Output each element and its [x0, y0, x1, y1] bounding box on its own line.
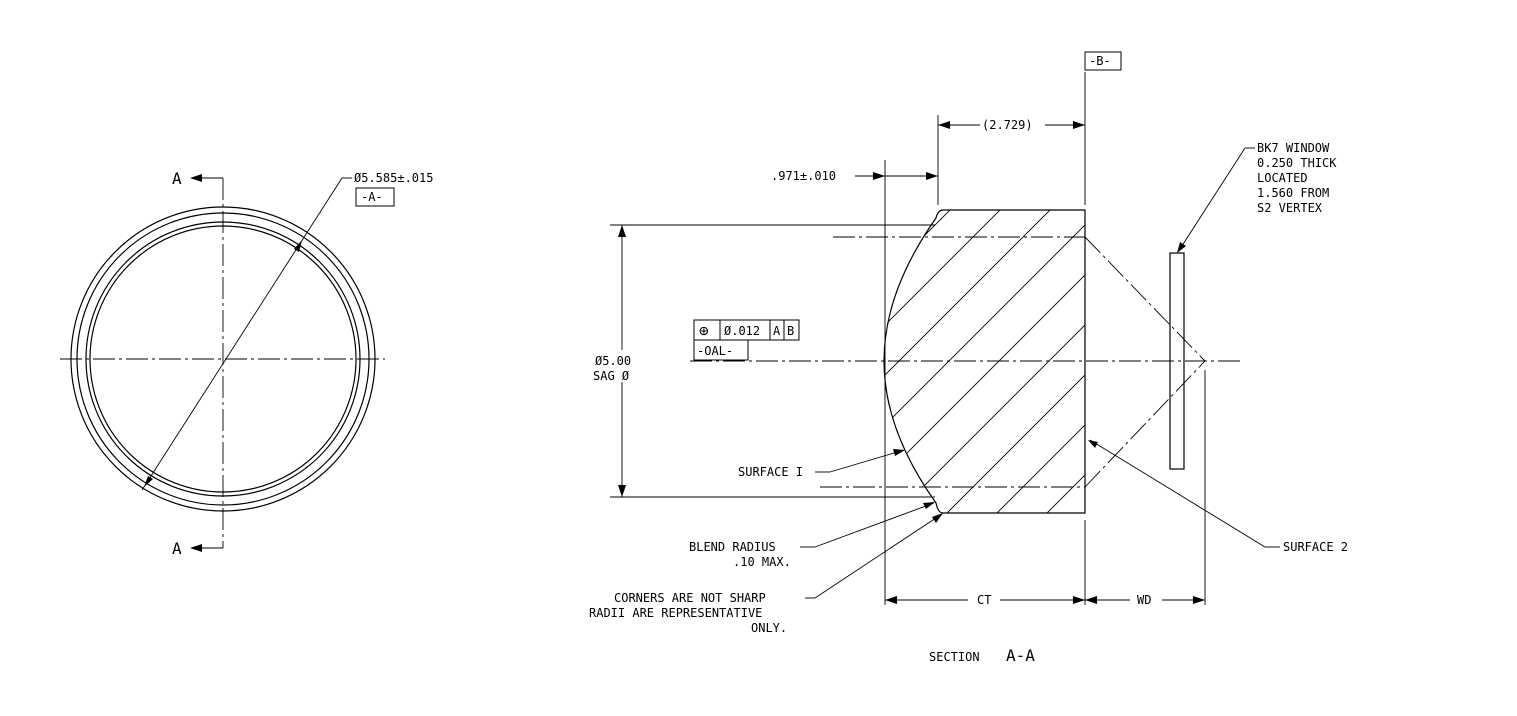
front-view: A A Ø5.585±.015 -A- [60, 169, 433, 558]
diameter-dimension: Ø5.585±.015 [354, 171, 433, 185]
surface-1-arrowhead [893, 449, 905, 456]
length-arrowhead-right [1073, 121, 1085, 129]
edge-dimension: .971±.010 [771, 169, 836, 183]
section-arrowhead-top [190, 174, 202, 182]
length-dimension: (2.729) [982, 118, 1033, 132]
lens-body-outline [883, 209, 1086, 514]
wd-arrowhead-right [1193, 596, 1205, 604]
surface-2-leader-line [1089, 439, 1266, 548]
section-title-word: SECTION [929, 650, 980, 664]
corners-note-line-1: CORNERS ARE NOT SHARP [614, 591, 766, 605]
wd-label: WD [1137, 593, 1151, 607]
corners-note-line-3: ONLY. [751, 621, 787, 635]
feature-control-frame: ⊕ Ø.012 A B -OAL- [693, 319, 800, 361]
position-symbol-icon: ⊕ [699, 321, 709, 340]
corners-note-line-2: RADII ARE REPRESENTATIVE [589, 606, 762, 620]
datum-a-box [355, 187, 395, 207]
datum-b-label: -B- [1089, 54, 1111, 68]
section-title-id: A-A [1006, 646, 1035, 665]
fcf-datum-b: B [787, 324, 794, 338]
section-view: -B- (2.729) .971±.010 Ø5.00 SAG Ø ⊕ Ø.01… [589, 51, 1348, 665]
surface-2-arrowhead [1088, 440, 1098, 448]
upper-focus-ray [1084, 236, 1206, 362]
sag-dimension-value: Ø5.00 [595, 354, 631, 368]
window-note-line-4: 1.560 FROM [1257, 186, 1329, 200]
edge-arrowhead-left [873, 172, 885, 180]
window-note-line-5: S2 VERTEX [1257, 201, 1323, 215]
diameter-leader-line [141, 177, 343, 491]
section-arrowhead-bottom [190, 544, 202, 552]
window-note-line-3: LOCATED [1257, 171, 1308, 185]
length-arrowhead-left [938, 121, 950, 129]
ct-label: CT [977, 593, 991, 607]
window-leader-line [1177, 147, 1246, 253]
ct-arrowhead-left [885, 596, 897, 604]
sag-arrowhead-bottom [618, 485, 626, 497]
window-arrowhead [1177, 242, 1186, 253]
ct-arrowhead-right [1073, 596, 1085, 604]
blend-radius-value: .10 MAX. [733, 555, 791, 569]
section-mark-top: A [172, 169, 182, 188]
datum-b-box [1084, 51, 1122, 71]
fcf-datum-b-cell [783, 319, 800, 341]
blend-arrowhead [923, 502, 935, 509]
edge-arrowhead-right [926, 172, 938, 180]
corners-leader-line [814, 513, 943, 599]
corners-arrowhead [932, 513, 943, 523]
diameter-arrowhead-top [294, 240, 302, 252]
fcf-datum-a: A [773, 324, 781, 338]
window-note-line-2: 0.250 THICK [1257, 156, 1337, 170]
fcf-datum-oal: -OAL- [697, 344, 733, 358]
fcf-datum-oal-cell [693, 339, 749, 361]
surface-1-leader-line [829, 449, 905, 473]
blend-leader-line [814, 502, 935, 548]
surface-2-label: SURFACE 2 [1283, 540, 1348, 554]
section-mark-bottom: A [172, 539, 182, 558]
lower-focus-ray [1084, 360, 1206, 488]
sag-arrowhead-top [618, 225, 626, 237]
surface-1-label: SURFACE I [738, 465, 803, 479]
window-note-line-1: BK7 WINDOW [1257, 141, 1330, 155]
blend-radius-label: BLEND RADIUS [689, 540, 776, 554]
fcf-tolerance: Ø.012 [724, 324, 760, 338]
diameter-arrowhead-bottom [144, 476, 153, 487]
wd-arrowhead-left [1085, 596, 1097, 604]
sag-dimension-label: SAG Ø [593, 369, 630, 383]
datum-a-label: -A- [361, 190, 383, 204]
